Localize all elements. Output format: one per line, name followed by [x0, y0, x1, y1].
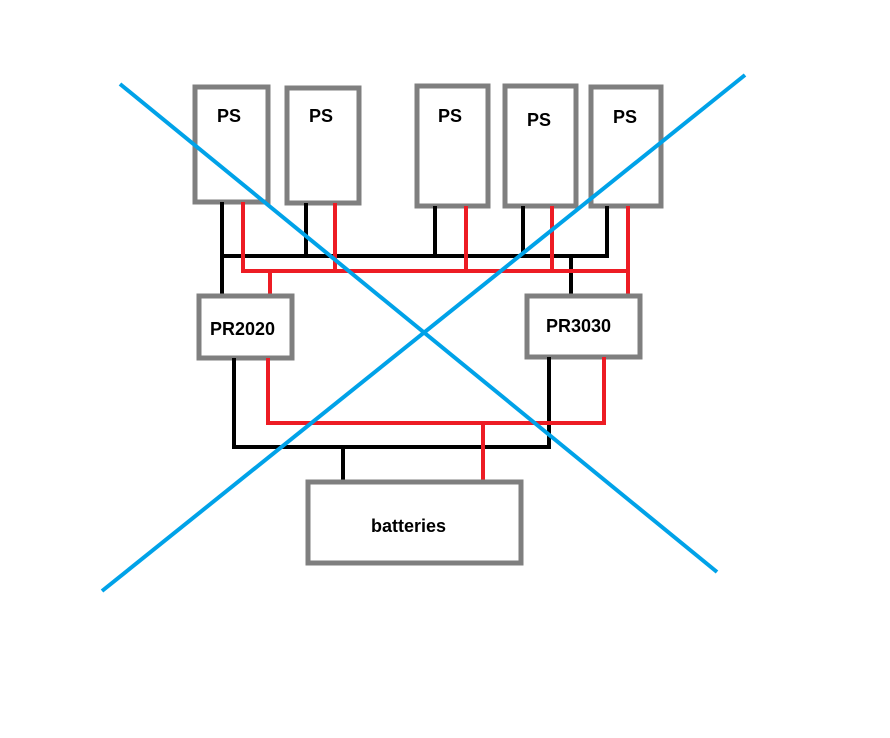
negative-bus-lower [232, 357, 551, 482]
batteries-label: batteries [371, 516, 446, 536]
ps-3: PS [414, 83, 491, 209]
regulator-pr2020: PR2020 [196, 293, 295, 361]
negative-bus-upper [220, 202, 609, 297]
regulator-box [196, 293, 295, 361]
regulator-box [524, 293, 643, 360]
ps-label: PS [217, 106, 241, 126]
ps-box [284, 85, 362, 206]
ps-box [414, 83, 491, 209]
cross-out-mark [100, 73, 747, 593]
cross-line-2 [100, 73, 747, 593]
positive-bus-lower [266, 357, 606, 482]
ps-label: PS [438, 106, 462, 126]
ps-label: PS [613, 107, 637, 127]
ps-2: PS [284, 85, 362, 206]
batteries-box [305, 479, 524, 566]
cross-line-1 [118, 82, 719, 574]
batteries: batteries [305, 479, 524, 566]
regulator-label: PR3030 [546, 316, 611, 336]
ps-box [192, 84, 271, 205]
ps-1: PS [192, 84, 271, 205]
ps-label: PS [527, 110, 551, 130]
regulator-pr3030: PR3030 [524, 293, 643, 360]
regulator-label: PR2020 [210, 319, 275, 339]
ps-label: PS [309, 106, 333, 126]
ps-box [502, 83, 579, 209]
ps-4: PS [502, 83, 579, 209]
